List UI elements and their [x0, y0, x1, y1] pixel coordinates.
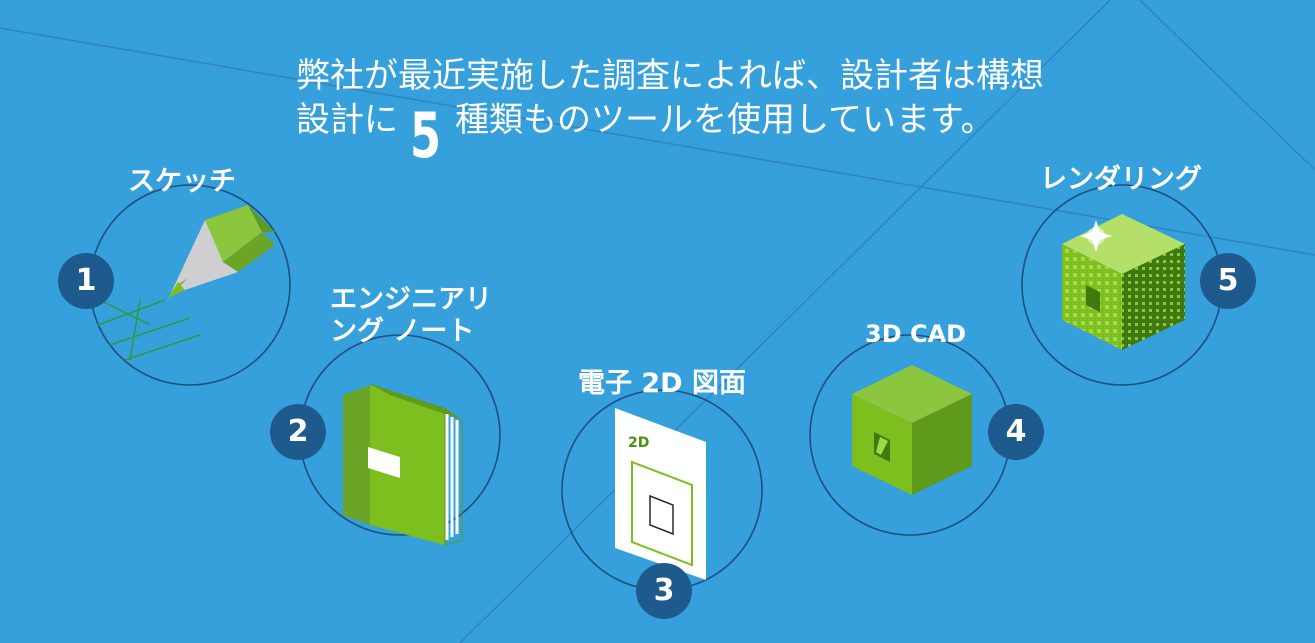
- headline-highlight-number: 5: [410, 99, 442, 172]
- 2d-drawing-icon: 2D: [615, 408, 706, 580]
- headline-line2-prefix: 設計に: [296, 100, 398, 140]
- headline-line2-suffix: 種類ものツールを使用しています。: [455, 100, 995, 140]
- step-badge-3: 3: [636, 563, 692, 619]
- step-badge-2: 2: [270, 404, 326, 460]
- step-badge-5: 5: [1200, 253, 1256, 309]
- cad-cube-icon: [852, 365, 972, 495]
- pencil-icon: [97, 205, 275, 361]
- tool-label-notebook-line2: ング ノート: [330, 316, 475, 347]
- step-badge-1: 1: [58, 253, 114, 309]
- rendered-cube-icon: [1062, 214, 1185, 350]
- headline-line1: 弊社が最近実施した調査によれば、設計者は構想: [296, 56, 1044, 96]
- tool-label-3d-cad: 3D CAD: [865, 320, 967, 348]
- tool-label-2d-drawing: 電子 2D 図面: [578, 368, 746, 399]
- tool-label-sketch: スケッチ: [128, 166, 236, 197]
- tool-label-rendering: レンダリング: [1040, 164, 1202, 195]
- notebook-icon: [343, 383, 463, 546]
- 2d-icon-text: 2D: [628, 435, 649, 451]
- tool-label-notebook-line1: エンジニアリ: [330, 284, 492, 315]
- step-badge-4: 4: [988, 404, 1044, 460]
